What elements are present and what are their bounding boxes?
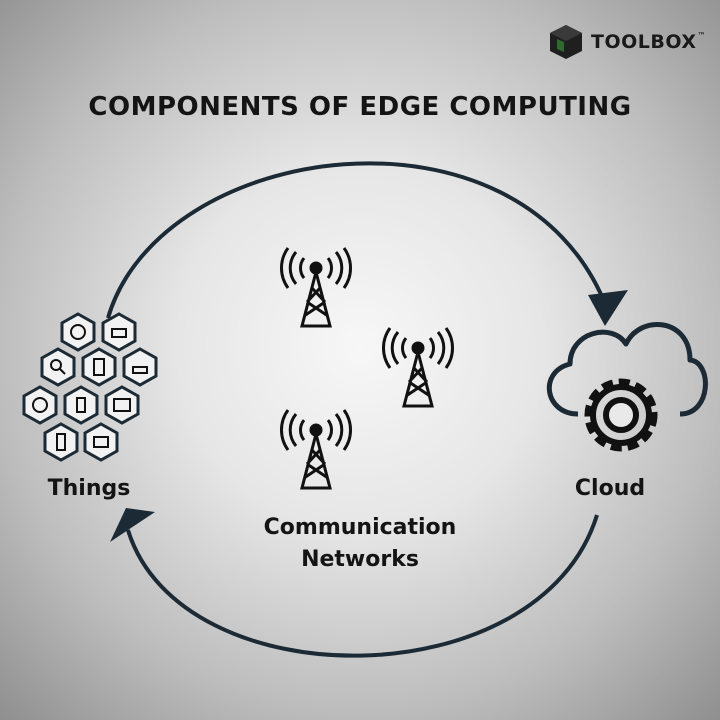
arrow-cloud-to-things [126, 514, 599, 658]
tower-icon [280, 409, 352, 490]
node-label-communication-networks: Communication Networks [210, 512, 510, 576]
magnifier-icon [40, 347, 76, 387]
network-icon [101, 312, 137, 352]
communication-line-1: Communication [263, 515, 457, 540]
node-label-things: Things [47, 476, 131, 501]
tower-icon [382, 327, 454, 408]
cloud-gear-icon [546, 322, 708, 417]
arrow-things-to-cloud [106, 161, 608, 319]
router-icon [122, 347, 158, 387]
globe-icon [22, 385, 58, 425]
clock-icon [60, 312, 96, 352]
things-hexagon-cluster [22, 312, 158, 462]
browser-icon [104, 385, 140, 425]
communication-line-2: Networks [301, 547, 419, 572]
phone-icon [43, 422, 79, 462]
arrowhead-cloud-icon [588, 290, 628, 326]
laptop-icon [83, 422, 119, 462]
toolbox-logo-text: TOOLBOX™ [591, 31, 706, 53]
node-label-cloud: Cloud [574, 476, 646, 501]
toolbox-logo: TOOLBOX™ [549, 24, 706, 60]
gear-icon [584, 378, 658, 452]
tower-icon [280, 247, 352, 328]
server-icon [81, 347, 117, 387]
touch-icon [63, 385, 99, 425]
toolbox-cube-icon [550, 25, 582, 59]
arrowhead-things-icon [110, 508, 155, 542]
diagram-title: COMPONENTS OF EDGE COMPUTING [88, 92, 632, 122]
